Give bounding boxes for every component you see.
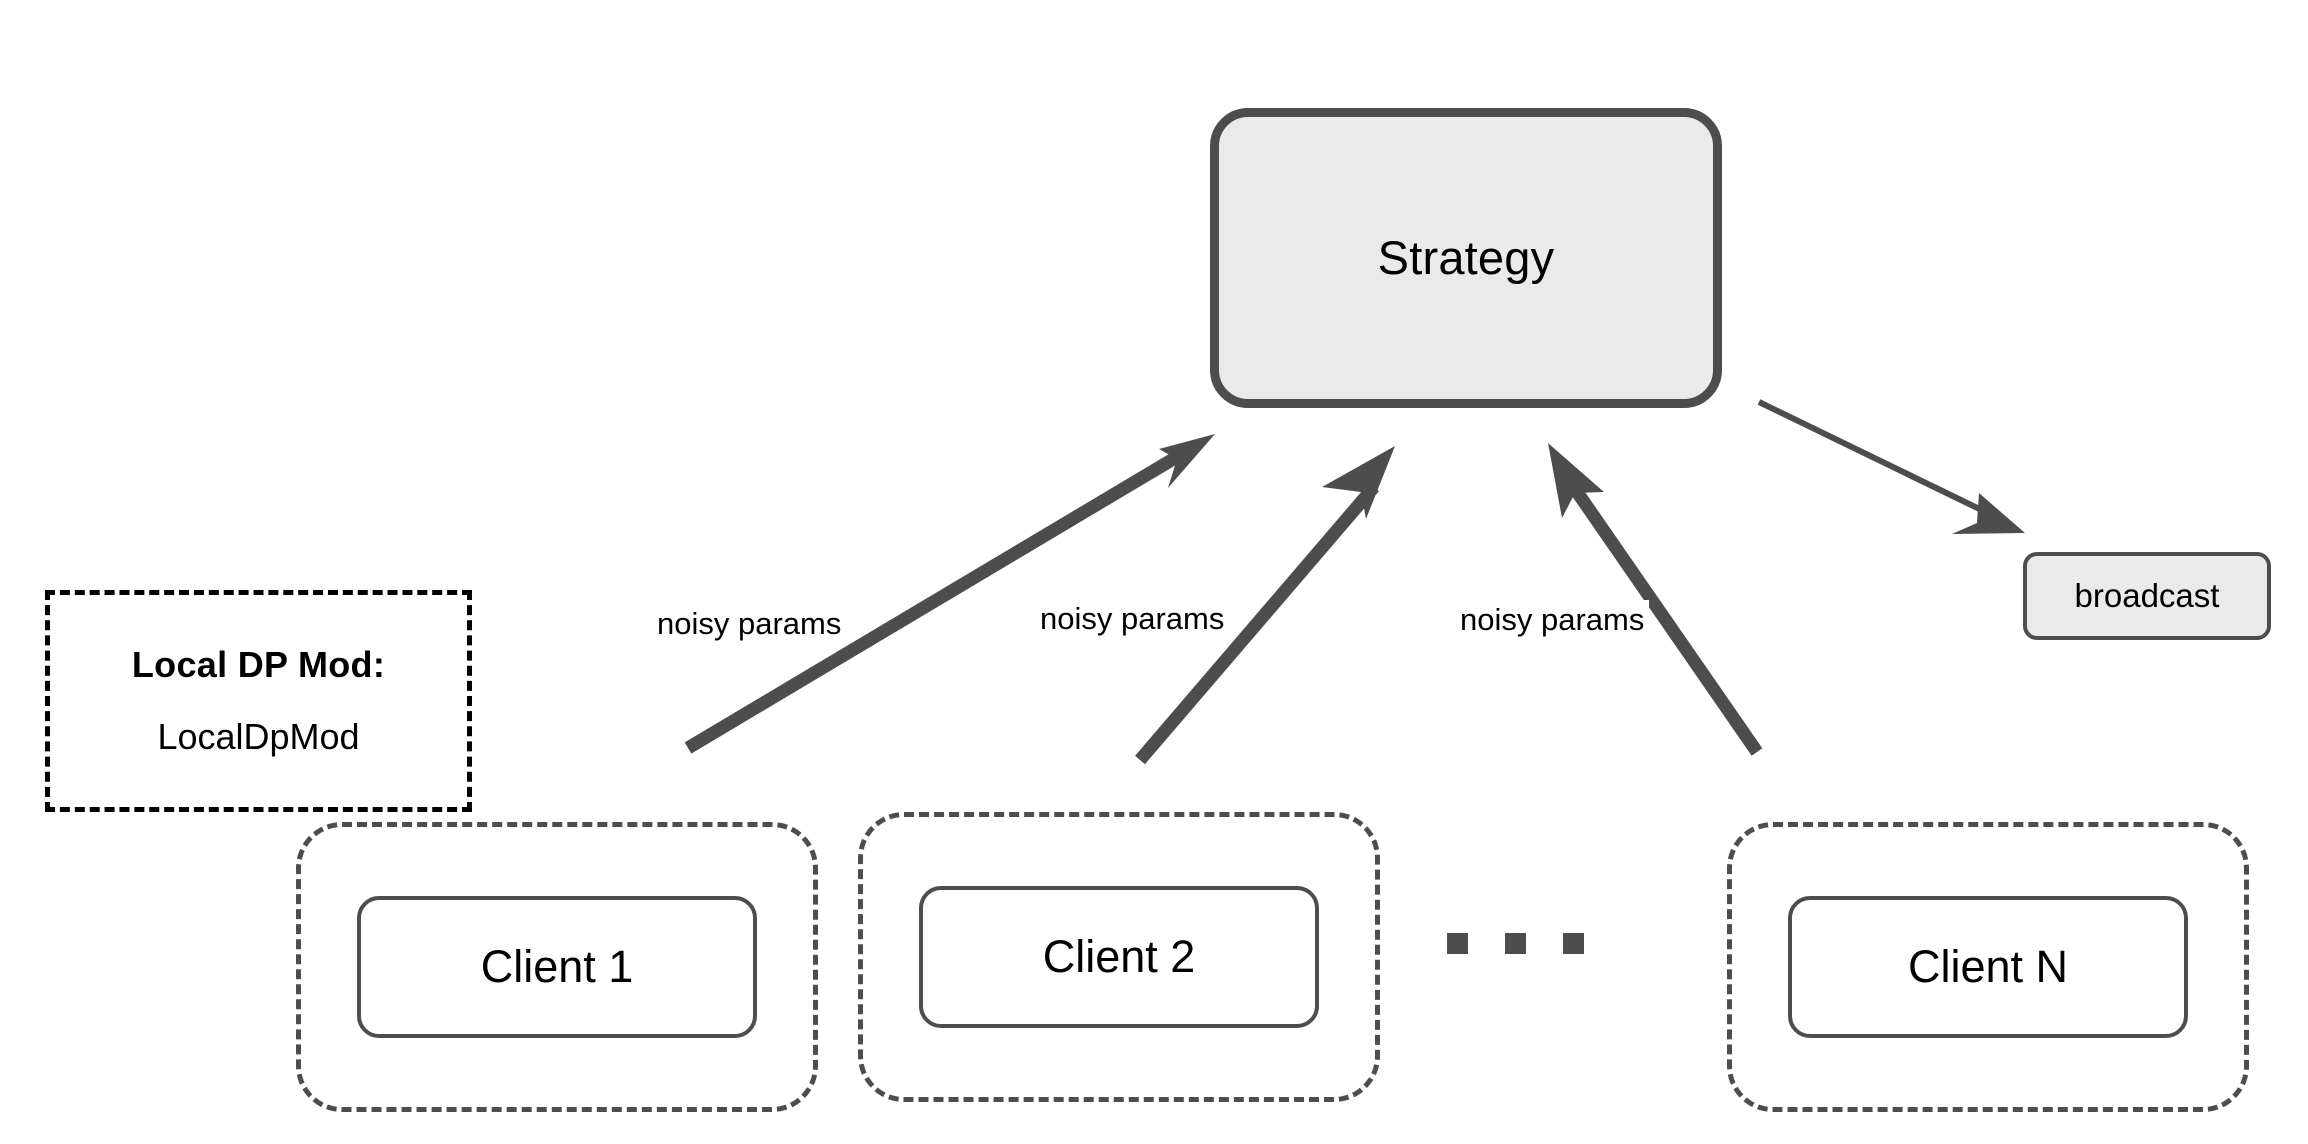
strategy-label: Strategy [1377,231,1555,285]
broadcast-node[interactable]: broadcast [2023,552,2271,640]
local-dp-mod-legend: Local DP Mod: LocalDpMod [45,590,472,812]
edge-label-noisy-params-3: noisy params [1455,600,1650,640]
client-node-1[interactable]: Client 1 [357,896,757,1038]
local-dp-mod-value: LocalDpMod [157,716,360,757]
more-clients-ellipsis [1447,933,1584,954]
ellipsis-dot-3 [1563,933,1584,954]
edge-client1-to-strategy [684,434,1215,754]
client-node-n[interactable]: Client N [1788,896,2188,1038]
edge-label-noisy-params-1: noisy params [652,604,847,644]
client-group-2: Client 2 [858,812,1380,1102]
strategy-node[interactable]: Strategy [1210,108,1722,408]
client-group-n: Client N [1727,822,2249,1112]
client-label-n: Client N [1907,941,2069,992]
client-node-2[interactable]: Client 2 [919,886,1319,1028]
edge-label-noisy-params-2: noisy params [1035,599,1230,639]
client-group-1: Client 1 [296,822,818,1112]
client-label-1: Client 1 [480,941,634,992]
local-dp-mod-title: Local DP Mod: [131,644,386,685]
client-label-2: Client 2 [1042,931,1196,982]
ellipsis-dot-2 [1505,933,1526,954]
edge-strategy-to-broadcast [1757,399,2025,534]
edge-clientN-to-strategy [1548,443,1763,756]
broadcast-label: broadcast [2074,577,2220,614]
ellipsis-dot-1 [1447,933,1468,954]
